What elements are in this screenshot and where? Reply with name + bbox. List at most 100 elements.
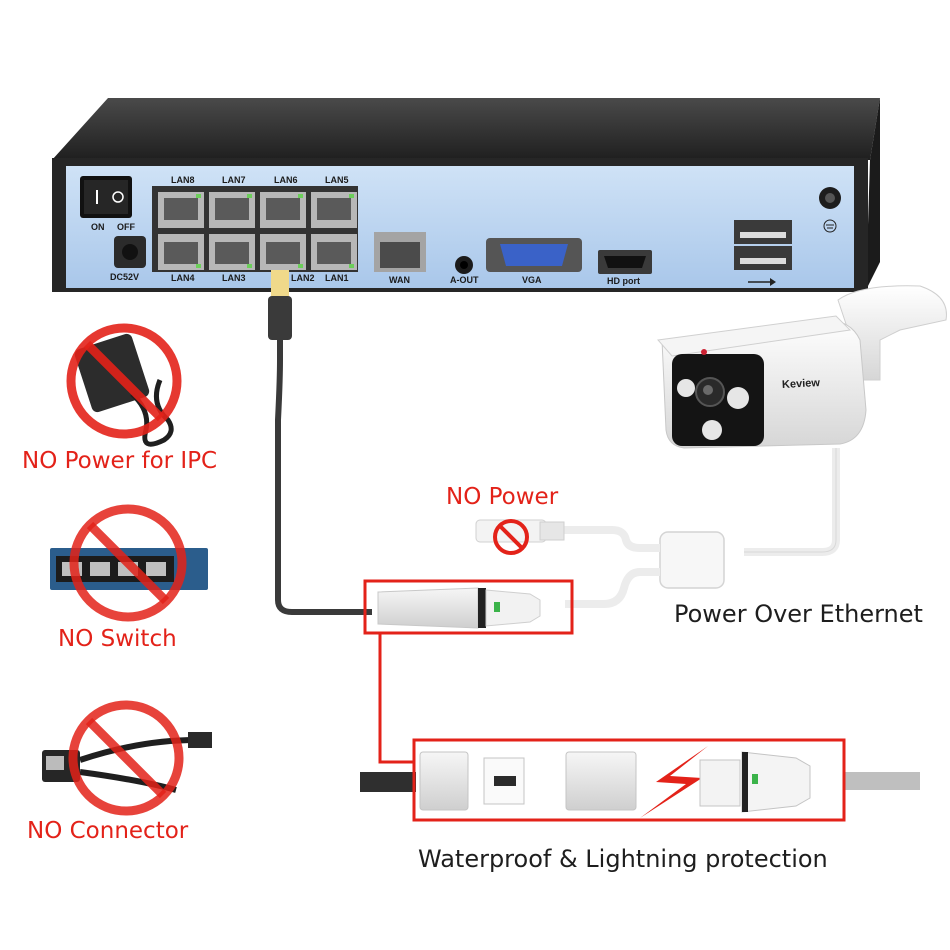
power-switch-off-mark [112, 191, 124, 203]
lan1-led [349, 264, 354, 268]
no-connector-label: NO Connector [27, 818, 189, 844]
camera-ir-led-top-right [727, 387, 749, 409]
cable-gland-body [565, 751, 637, 811]
lan8-led [196, 194, 201, 198]
dc-jack-hole [122, 244, 138, 260]
lan6-led [298, 194, 303, 198]
lan5-led [349, 194, 354, 198]
ground-icon-ring [823, 219, 837, 233]
no-power-label: NO Power [446, 484, 559, 510]
lan6-socket [266, 198, 300, 220]
coupler-port [46, 756, 64, 770]
switch-port-4 [146, 562, 166, 576]
power-switch-rocker [84, 180, 128, 214]
lan-cable [275, 300, 372, 615]
lan2-label: LAN2 [291, 273, 315, 283]
camera-mount-bracket [837, 285, 947, 381]
camera-lens-glass [703, 385, 713, 395]
no-sign-switch [69, 504, 187, 622]
usb-icon [748, 278, 776, 286]
rj45-plug-assembly [699, 759, 741, 807]
power-lead [560, 526, 660, 552]
lan4-socket [164, 242, 198, 264]
usb-tongue-bottom [740, 258, 786, 264]
lan2-led [298, 264, 303, 268]
no-sign-power [66, 323, 182, 439]
lan4-label: LAN4 [171, 273, 195, 283]
no-power-for-ipc-label: NO Power for IPC [22, 448, 218, 474]
adapter-cord [130, 379, 174, 447]
lan8-socket [164, 198, 198, 220]
lan5-socket [317, 198, 351, 220]
lan8-label: LAN8 [171, 175, 195, 185]
rj45-socket-band [742, 752, 748, 812]
usb-icon-arrow [770, 278, 776, 286]
nvr-recorder [52, 98, 880, 292]
status-led [494, 602, 500, 612]
poe-label: Power Over Ethernet [674, 600, 923, 628]
cable-gland-nut [419, 751, 469, 811]
lan3-label: LAN3 [222, 273, 246, 283]
wan-label: WAN [389, 275, 410, 285]
wan-port-socket [380, 242, 420, 268]
lan3-led [247, 264, 252, 268]
bottom-cable-left [360, 772, 416, 792]
lan-ports [158, 192, 357, 270]
no-sign-power-slash [83, 340, 165, 422]
camera-ir-led-bottom [702, 420, 722, 440]
no-switch-label: NO Switch [58, 626, 177, 652]
status-led-2 [752, 774, 758, 784]
poe-junction-box [659, 531, 725, 589]
lan4-led [196, 264, 201, 268]
waterproof-label: Waterproof & Lightning protection [418, 845, 828, 873]
no-sign-connector-slash [85, 717, 167, 799]
network-switch-icon [50, 504, 208, 622]
poe-splitter-icon [42, 700, 212, 816]
lan2-socket [266, 242, 300, 264]
camera-sunshield [657, 315, 852, 357]
power-adapter-icon [66, 323, 182, 447]
nvr-top-lid [52, 98, 880, 160]
switch-off-label: OFF [117, 222, 135, 232]
usb-tongue-top [740, 232, 786, 238]
dc-connector-grip [539, 521, 565, 541]
lan1-socket [317, 242, 351, 264]
nvr-side [866, 98, 880, 290]
power-switch-on-mark [96, 190, 98, 204]
rj45-plug-body [485, 589, 541, 627]
splitter-plug [188, 732, 212, 748]
no-sign-connector [68, 700, 184, 816]
dc-input-label: DC52V [110, 272, 140, 282]
network-lead [565, 568, 660, 608]
lan7-socket [215, 198, 249, 220]
ground-screw-head [825, 193, 835, 203]
hdmi-socket [604, 256, 646, 268]
audio-out-label: A-OUT [450, 275, 479, 285]
lan2-plug [271, 270, 289, 300]
camera-ir-led-top-left [677, 379, 695, 397]
lan2-plug-boot [268, 296, 292, 340]
callout-line [378, 633, 414, 764]
splitter-cable-1 [79, 737, 197, 763]
lan6-label: LAN6 [274, 175, 298, 185]
lan7-label: LAN7 [222, 175, 246, 185]
waterproof-cap-band [478, 588, 486, 628]
lan5-label: LAN5 [325, 175, 349, 185]
camera-indicator [701, 349, 707, 355]
switch-port-2 [90, 562, 110, 576]
no-power-sign [493, 519, 529, 555]
lan7-led [247, 194, 252, 198]
camera-brand-label: Keview [781, 377, 821, 391]
no-power-sign-slash [498, 524, 524, 550]
hdmi-label: HD port [607, 276, 640, 286]
camera-cable [744, 448, 840, 556]
highlight-box-waterproof [412, 738, 846, 822]
camera-cable-outline [744, 448, 837, 553]
highlight-box-connector [363, 579, 574, 635]
audio-out-hole [460, 261, 468, 269]
waterproof-cap [377, 587, 479, 629]
vga-socket [500, 244, 568, 266]
cable-gland-seal-core [494, 776, 516, 786]
bottom-cable-right [844, 772, 920, 790]
